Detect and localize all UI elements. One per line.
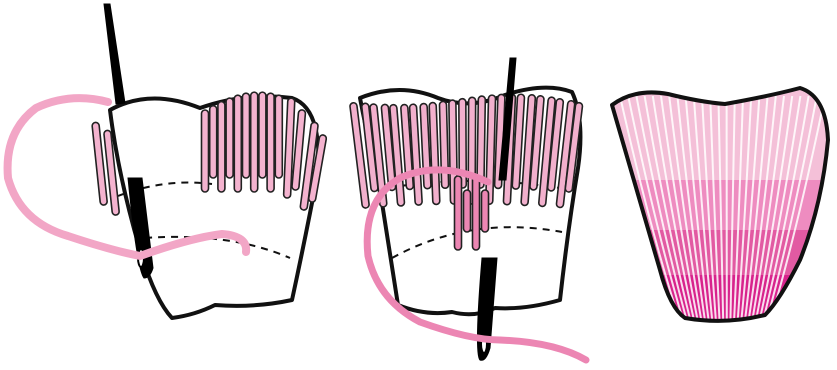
step-3-filled-petal	[600, 80, 837, 335]
stitch-1-1	[202, 110, 209, 192]
stitch-1-3	[218, 102, 225, 192]
step-1-first-row	[8, 4, 327, 318]
stitch-1-9	[267, 93, 274, 192]
stitch-2-row2-1	[455, 176, 462, 250]
stitch-1-10	[275, 95, 282, 178]
stitch-2-10	[439, 101, 448, 188]
stitch-1-7	[251, 92, 258, 192]
stitch-1-2	[210, 106, 217, 178]
stitch-1-6	[243, 93, 250, 178]
stitch-2-row2-4	[482, 190, 489, 232]
needle-tip-1	[104, 4, 125, 104]
step-3-color-bands	[600, 80, 837, 335]
stitch-1-4	[226, 98, 233, 178]
stitch-2-row2-2	[464, 190, 471, 232]
step-2-second-row	[350, 58, 586, 360]
stitch-1-5	[234, 95, 241, 192]
stitch-1-8	[259, 92, 266, 178]
stitch-2-row2-3	[473, 176, 480, 250]
